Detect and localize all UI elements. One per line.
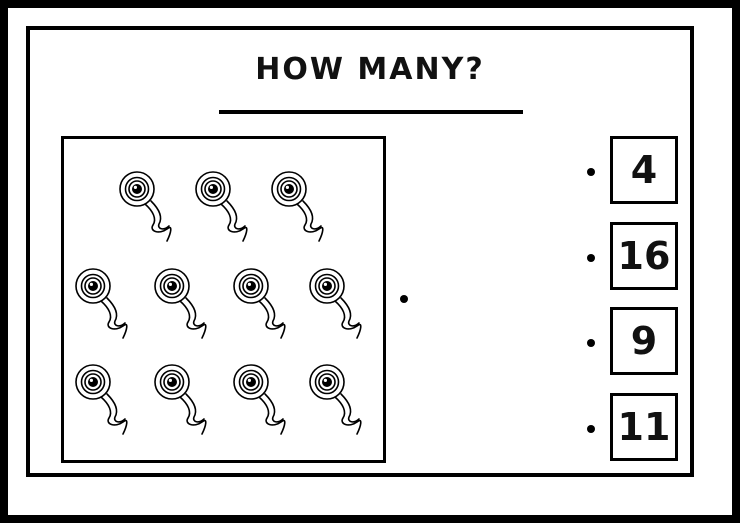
eyeball-icon (119, 171, 172, 242)
eyeball-icon (309, 364, 362, 435)
answer-dot-2[interactable] (587, 254, 595, 262)
eyeball-icon (233, 268, 286, 339)
eyeball-icon (233, 364, 286, 435)
answer-dot-1[interactable] (587, 168, 595, 176)
eyeball-icon (154, 268, 207, 339)
eyeball-icon (271, 171, 324, 242)
eyeball-icon (309, 268, 362, 339)
answer-box-4[interactable]: 11 (610, 393, 678, 461)
picture-match-dot[interactable] (400, 295, 408, 303)
answer-box-2[interactable]: 16 (610, 222, 678, 290)
eyeball-icon (75, 268, 128, 339)
answer-dot-4[interactable] (587, 425, 595, 433)
page-title: HOW MANY? (255, 52, 485, 87)
eyeball-icon (195, 171, 248, 242)
answer-box-1[interactable]: 4 (610, 136, 678, 204)
eyeball-icon (154, 364, 207, 435)
counting-picture-box (61, 136, 386, 463)
answer-box-3[interactable]: 9 (610, 307, 678, 375)
eyeball-icon (75, 364, 128, 435)
title-underline (219, 110, 523, 114)
answer-dot-3[interactable] (587, 339, 595, 347)
eyeballs-illustration (75, 171, 362, 435)
